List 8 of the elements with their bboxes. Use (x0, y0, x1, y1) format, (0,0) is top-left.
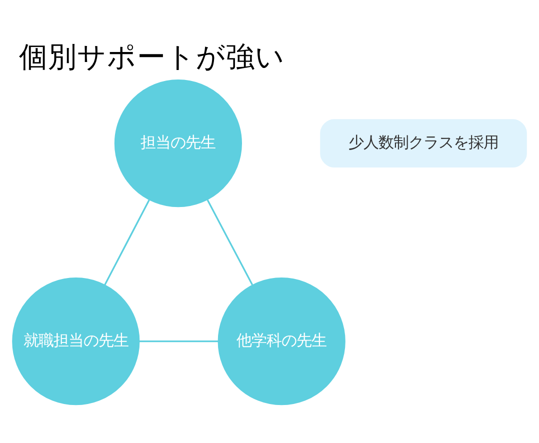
node-circle: 担当の先生 (114, 79, 242, 207)
diagram-title: 個別サポートが強い (18, 39, 285, 74)
node-circle: 就職担当の先生 (12, 277, 140, 405)
node-circle: 他学科の先生 (218, 277, 346, 405)
connector (104, 199, 150, 285)
node-box: 少人数制クラスを採用 (320, 118, 527, 168)
connector (206, 199, 254, 285)
connector (139, 340, 218, 342)
